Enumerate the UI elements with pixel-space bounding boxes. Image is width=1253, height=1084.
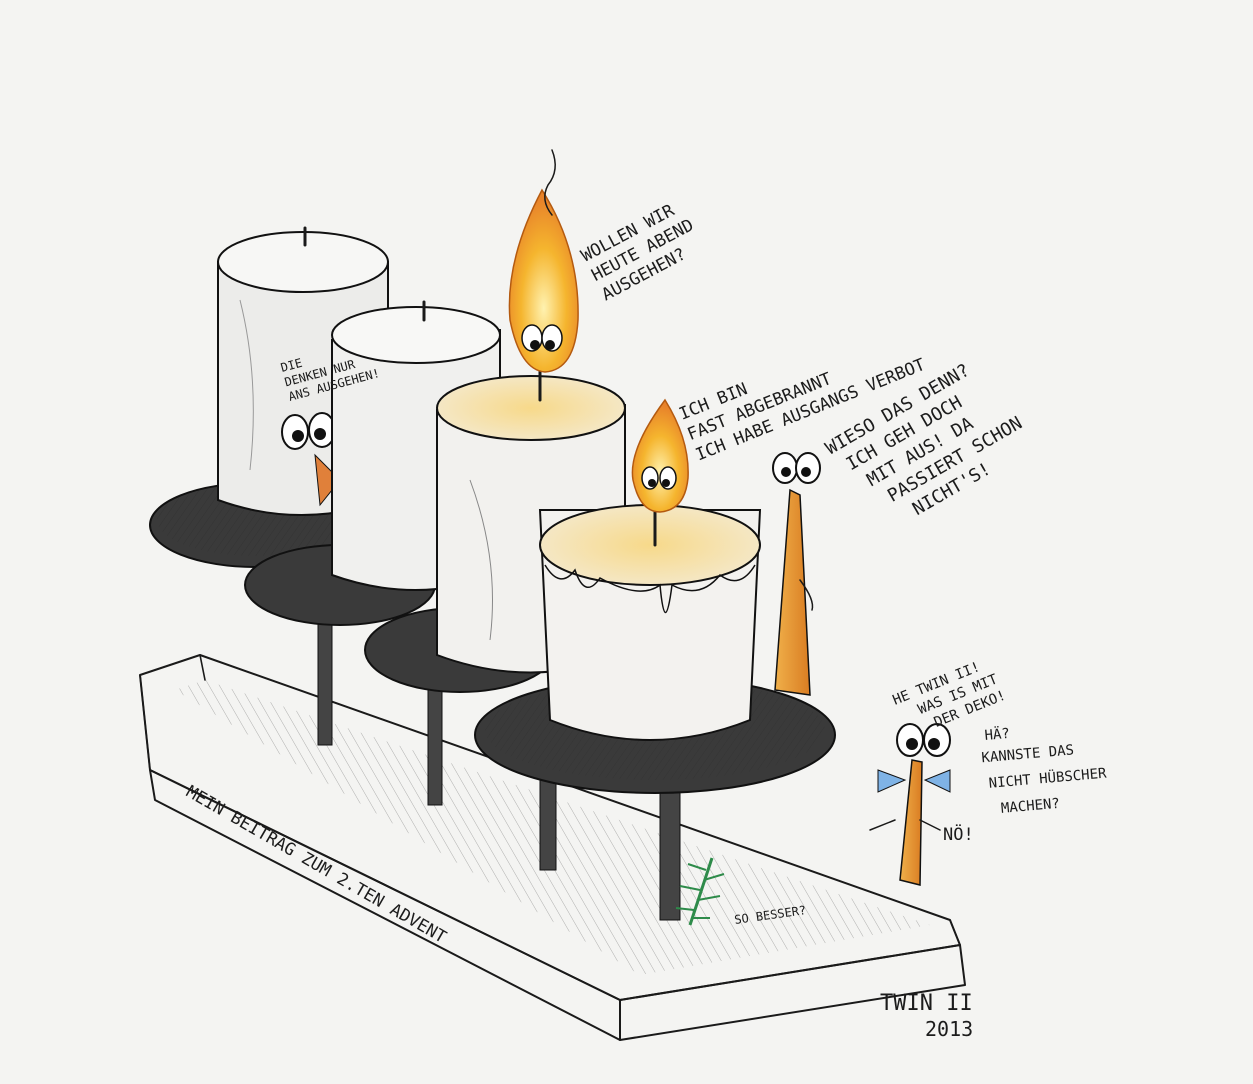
speech-match-tall: WIESO DAS DENN? ICH GEH DOCH MIT AUS! DA…	[822, 360, 1026, 520]
speech-line: HÄ?	[984, 724, 1011, 744]
signature: TWIN II 2013	[880, 991, 973, 1041]
flame-left	[508, 149, 579, 373]
speech-reply: NÖ!	[943, 823, 974, 845]
signature-year: 2013	[925, 1017, 973, 1041]
match-character-tall	[772, 452, 821, 696]
speech-flame-left: WOLLEN WIR HEUTE ABEND AUSGEHEN?	[578, 200, 697, 305]
speech-line: DIE	[279, 356, 304, 375]
match-character-bow	[869, 723, 951, 886]
speech-line: KANNSTE DAS	[981, 742, 1075, 766]
signature-name: TWIN II	[880, 991, 973, 1016]
candle-lit-front	[538, 504, 762, 741]
fir-sprig	[675, 857, 725, 926]
speech-match-bow-question: HÄ? KANNSTE DAS NICHT HÜBSCHER MACHEN?	[981, 724, 1108, 817]
speech-line: MACHEN?	[1000, 796, 1060, 817]
speech-line: NICHT HÜBSCHER	[988, 764, 1108, 792]
flame-right	[631, 398, 689, 513]
